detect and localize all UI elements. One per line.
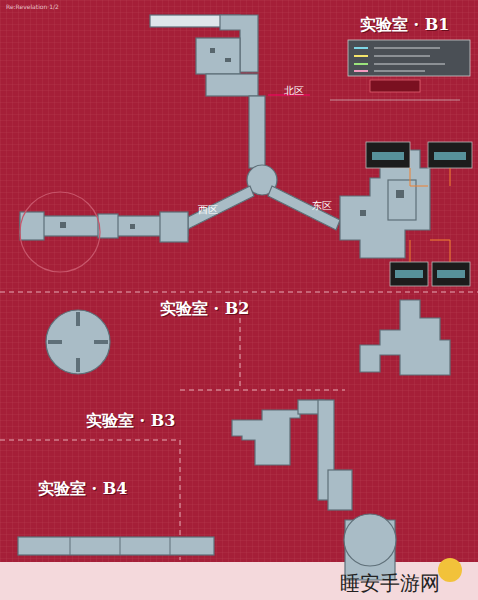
bottom-band bbox=[0, 562, 478, 600]
b2-rooms bbox=[46, 300, 450, 375]
floor-title: 实验室 · B3 bbox=[86, 412, 175, 430]
info-marks bbox=[354, 48, 445, 71]
watermark: 睡安手游网 bbox=[340, 572, 440, 594]
area-name: 西区 bbox=[198, 204, 218, 215]
floor-title: 实验室 · B1 bbox=[360, 16, 449, 34]
b2-cuts bbox=[48, 312, 108, 372]
note-box bbox=[370, 80, 420, 92]
floor-title: 实验室 · B4 bbox=[38, 480, 127, 498]
b3-rooms bbox=[232, 400, 396, 580]
floor-title: 实验室 · B2 bbox=[160, 300, 249, 318]
site-logo bbox=[438, 558, 462, 582]
note-line bbox=[330, 100, 460, 101]
info-panel bbox=[348, 40, 470, 76]
faint-ring bbox=[20, 192, 100, 272]
floor-dividers bbox=[0, 292, 478, 560]
b4-rooms bbox=[18, 537, 214, 555]
code-digits bbox=[372, 152, 466, 278]
code-panels bbox=[366, 142, 472, 286]
b4-walls bbox=[70, 537, 170, 555]
source-tag: Re:Revelation·1/2 bbox=[6, 4, 59, 11]
area-name: 东区 bbox=[312, 200, 332, 211]
area-name: 北区 bbox=[284, 85, 304, 96]
code-leaders bbox=[410, 168, 450, 262]
